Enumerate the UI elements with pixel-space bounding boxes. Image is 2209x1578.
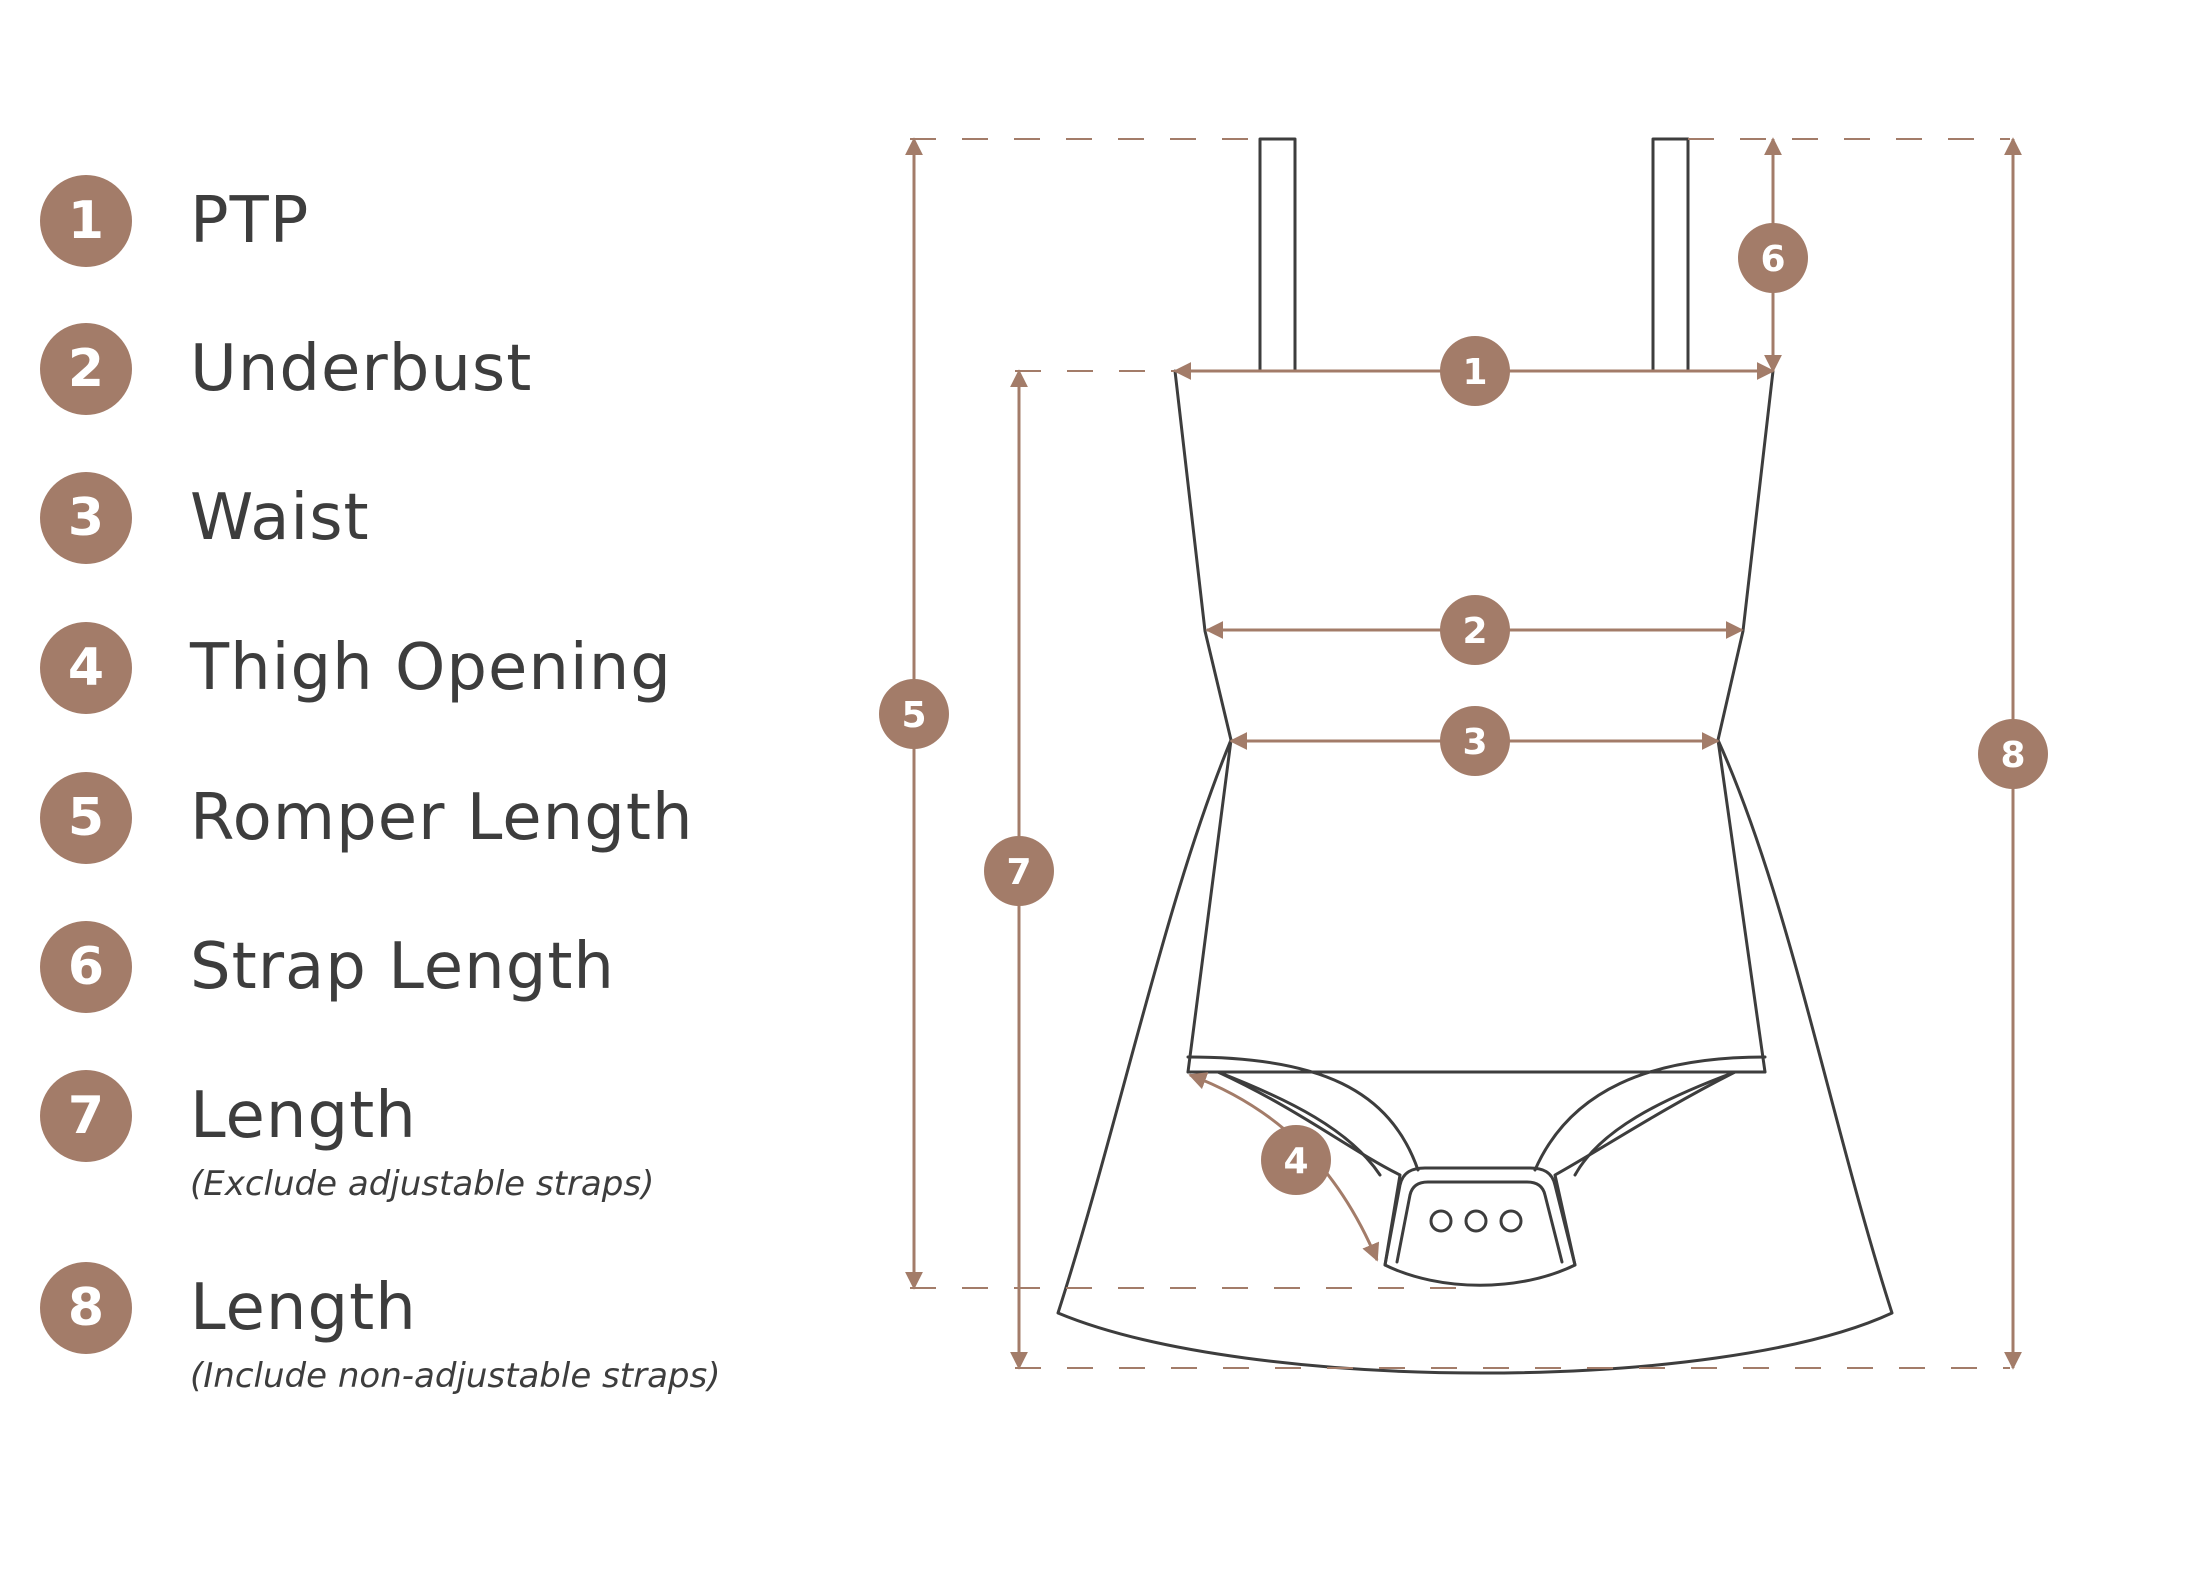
skirt-outline bbox=[1056, 738, 1894, 1375]
crotch-panel bbox=[1383, 1166, 1577, 1287]
svg-text:8: 8 bbox=[2000, 735, 2025, 776]
marker-7: 7 bbox=[984, 836, 1054, 906]
left-strap bbox=[1258, 137, 1297, 373]
svg-text:2: 2 bbox=[1462, 611, 1487, 652]
legend-label-length-incl: Length bbox=[190, 1271, 417, 1345]
crotch-panel-inner bbox=[1395, 1180, 1564, 1264]
svg-text:5: 5 bbox=[901, 695, 926, 736]
legend-label-waist: Waist bbox=[190, 481, 370, 555]
right-strap bbox=[1651, 137, 1690, 373]
legend-badge-5: 5 bbox=[40, 772, 132, 864]
svg-text:6: 6 bbox=[1760, 239, 1785, 280]
marker-6: 6 bbox=[1738, 223, 1808, 293]
svg-text:3: 3 bbox=[1462, 722, 1487, 763]
marker-5: 5 bbox=[879, 679, 949, 749]
legend-label-length-excl: Length bbox=[190, 1079, 417, 1153]
legend-label-underbust: Underbust bbox=[190, 332, 533, 406]
svg-text:1: 1 bbox=[1462, 352, 1487, 393]
legend-label-ptp: PTP bbox=[190, 184, 310, 258]
legend-badge-7: 7 bbox=[40, 1070, 132, 1162]
legend-label-thigh-opening: Thigh Opening bbox=[190, 631, 672, 705]
legend-badge-6: 6 bbox=[40, 921, 132, 1013]
right-leg-band-mid bbox=[1573, 1070, 1737, 1177]
legend-badge-1: 1 bbox=[40, 175, 132, 267]
marker-2: 2 bbox=[1440, 595, 1510, 665]
right-leg-band-inner bbox=[1553, 1070, 1767, 1267]
snap-button-3 bbox=[1499, 1209, 1523, 1233]
legend-label-romper-length: Romper Length bbox=[190, 781, 694, 855]
legend-badge-3: 3 bbox=[40, 472, 132, 564]
marker-1: 1 bbox=[1440, 336, 1510, 406]
legend-note-exclude-straps: (Exclude adjustable straps) bbox=[190, 1164, 655, 1204]
legend-badge-8: 8 bbox=[40, 1262, 132, 1354]
marker-4: 4 bbox=[1261, 1125, 1331, 1195]
snap-button-1 bbox=[1429, 1209, 1453, 1233]
legend-label-strap-length: Strap Length bbox=[190, 930, 615, 1004]
svg-text:4: 4 bbox=[1283, 1141, 1308, 1182]
svg-text:7: 7 bbox=[1006, 852, 1031, 893]
measurement-legend: 1 PTP 2 Underbust 3 Waist 4 Thigh Openin… bbox=[0, 0, 820, 1578]
legend-note-include-straps: (Include non-adjustable straps) bbox=[190, 1356, 721, 1396]
marker-8: 8 bbox=[1978, 719, 2048, 789]
legend-badge-2: 2 bbox=[40, 323, 132, 415]
right-leg-band-outer bbox=[1533, 1055, 1767, 1172]
legend-badge-4: 4 bbox=[40, 622, 132, 714]
snap-button-2 bbox=[1464, 1209, 1488, 1233]
marker-3: 3 bbox=[1440, 706, 1510, 776]
reference-lines bbox=[910, 138, 2010, 1369]
